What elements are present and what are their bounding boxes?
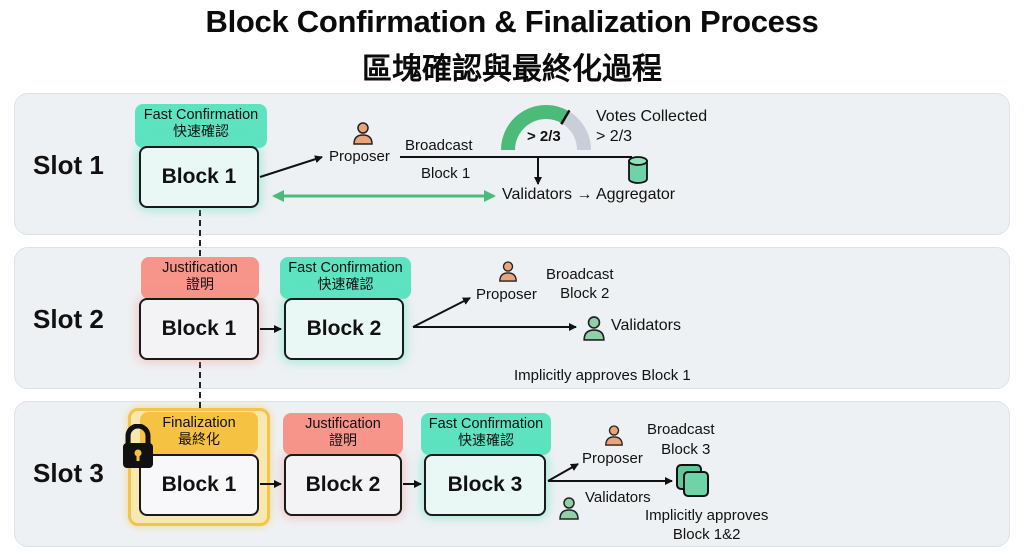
badge-label-en: Finalization — [162, 415, 236, 431]
badge-label-en: Fast Confirmation — [428, 416, 544, 432]
database-icon — [627, 156, 649, 189]
person-icon — [604, 425, 624, 452]
validators-label: Validators — [585, 489, 651, 506]
badge-finalization: Finalization 最終化 — [140, 412, 258, 454]
badge-label-zh: 快速確認 — [173, 124, 229, 140]
proposer-label: Proposer — [329, 148, 390, 165]
broadcast-label: Broadcast Block 2 — [546, 265, 614, 303]
badge-label-zh: 證明 — [186, 277, 214, 293]
badge-justification: Justification 證明 — [141, 257, 259, 299]
note-line-1: Implicitly approves — [645, 507, 769, 524]
broadcast-block-text: Block 3 — [661, 441, 711, 458]
block-card[interactable]: Block 3 — [424, 454, 546, 516]
badge-fast-confirmation: Fast Confirmation 快速確認 — [280, 257, 411, 299]
badge-label-zh: 證明 — [329, 433, 357, 449]
validators-aggregator-flow: Validators → Aggregator — [502, 186, 676, 203]
broadcast-label: Broadcast Block 3 — [647, 420, 715, 460]
person-icon — [558, 496, 580, 527]
person-icon — [498, 261, 518, 288]
block-card[interactable]: Block 1 — [139, 146, 259, 208]
badge-label-zh: 快速確認 — [317, 277, 374, 293]
badge-fast-confirmation: Fast Confirmation 快速確認 — [135, 104, 267, 148]
gauge-label: > 2/3 — [527, 128, 561, 145]
broadcast-label: Broadcast — [405, 137, 473, 154]
block-card[interactable]: Block 2 — [284, 454, 402, 516]
lock-icon — [120, 423, 156, 475]
votes-collected-label: Votes Collected — [596, 108, 708, 125]
validators-label: Validators — [611, 317, 681, 334]
block-card[interactable]: Block 1 — [139, 454, 259, 516]
person-icon — [352, 122, 374, 151]
implicit-approval-note: Implicitly approves Block 1 — [514, 367, 691, 384]
slot-label: Slot 2 — [33, 304, 104, 334]
badge-label-en: Fast Confirmation — [288, 260, 403, 276]
note-line-2: Block 1&2 — [672, 526, 741, 543]
badge-justification: Justification 證明 — [283, 413, 403, 455]
slot-label: Slot 1 — [33, 150, 104, 180]
badge-label-zh: 最終化 — [178, 432, 220, 448]
gauge-fill — [501, 105, 569, 151]
broadcast-text: Broadcast — [546, 266, 614, 283]
stacked-blocks-icon — [675, 463, 711, 504]
slot-label: Slot 3 — [33, 458, 104, 488]
badge-label-en: Fast Confirmation — [143, 107, 259, 123]
page-title-zh: 區塊確認與最終化過程 — [362, 52, 662, 87]
gauge-threshold-tick — [560, 109, 571, 125]
badge-label-en: Justification — [305, 416, 381, 432]
block-card[interactable]: Block 2 — [284, 298, 404, 360]
proposer-label: Proposer — [582, 450, 643, 467]
implicit-approval-note: Implicitly approves Block 1&2 — [645, 506, 768, 544]
person-icon — [582, 315, 606, 348]
gauge-icon — [501, 105, 591, 151]
badge-fast-confirmation: Fast Confirmation 快速確認 — [421, 413, 551, 455]
page-title-en: Block Confirmation & Finalization Proces… — [205, 4, 819, 39]
broadcast-block-label: Block 1 — [421, 165, 471, 182]
proposer-label: Proposer — [476, 286, 537, 303]
badge-label-zh: 快速確認 — [458, 433, 514, 449]
badge-label-en: Justification — [162, 260, 238, 276]
block-card[interactable]: Block 1 — [139, 298, 259, 360]
votes-threshold-label: > 2/3 — [596, 128, 633, 145]
broadcast-text: Broadcast — [647, 421, 715, 438]
broadcast-block-text: Block 2 — [560, 285, 610, 302]
